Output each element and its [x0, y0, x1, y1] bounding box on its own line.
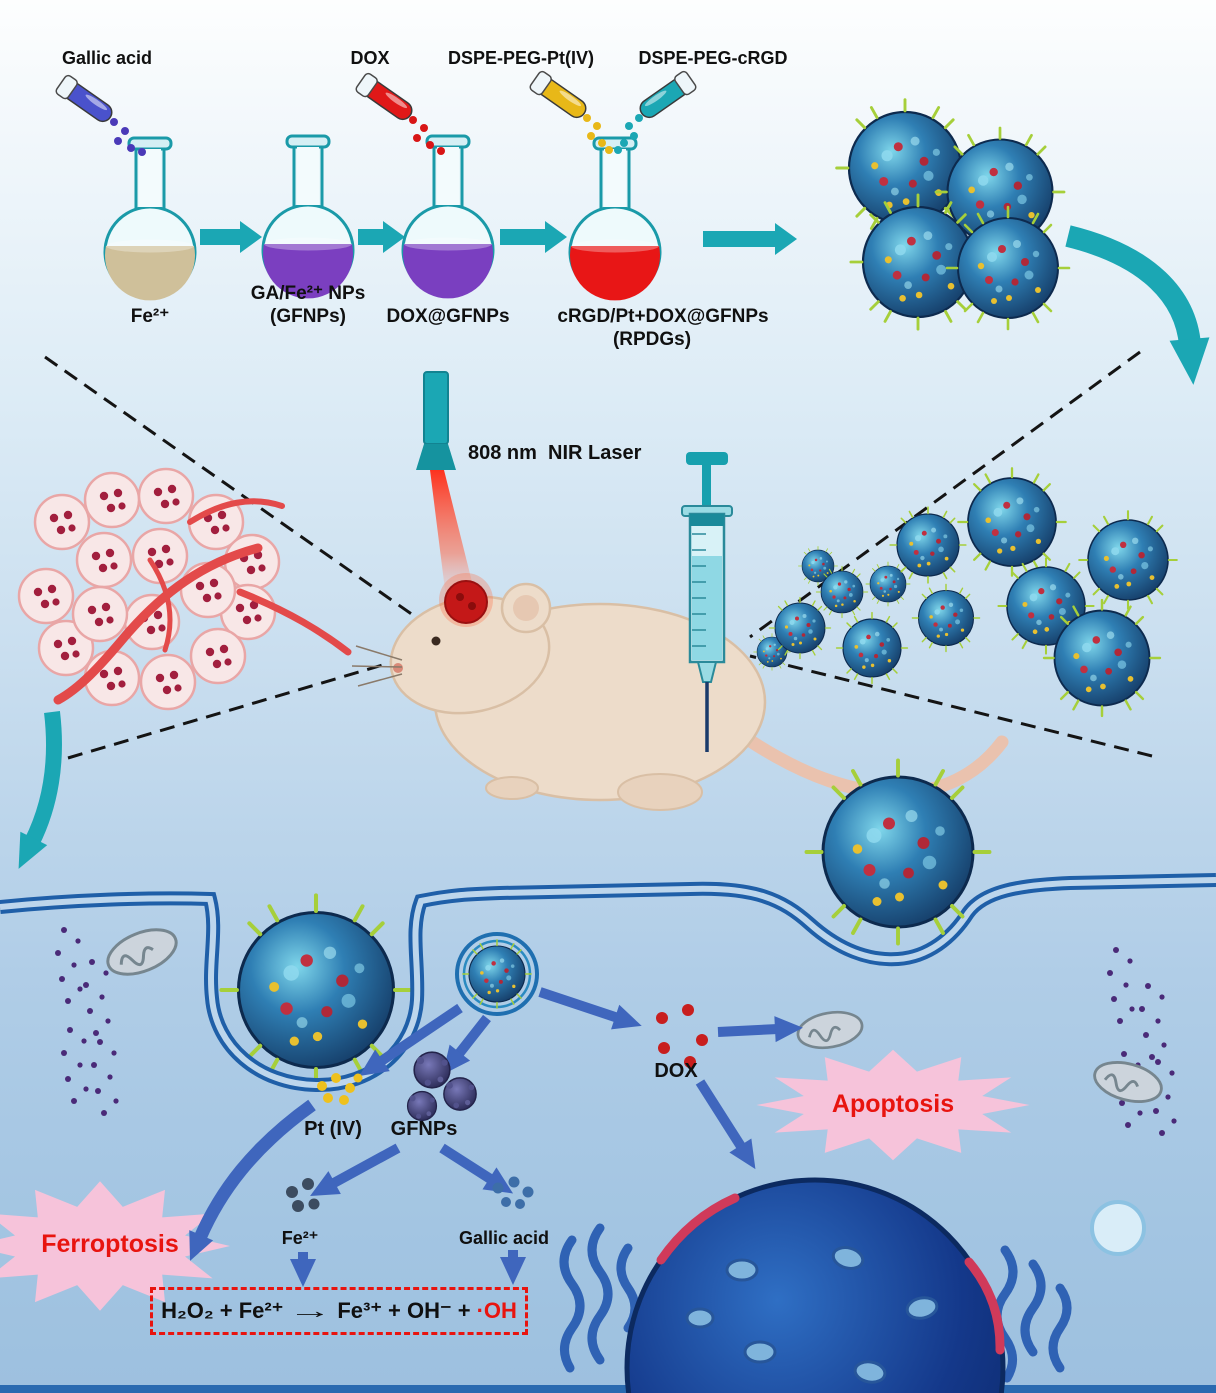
gallic-acid-reagent-label: Gallic acid: [61, 48, 153, 68]
mouse-nose: [393, 663, 403, 673]
dox-label: DOX: [654, 1060, 698, 1082]
synthesis-scheme: [53, 69, 797, 302]
flask-rpdgs-label-line1: cRGD/Pt+DOX@GFNPs: [557, 306, 769, 327]
arrow-to-injection: [1065, 225, 1210, 385]
dspe-peg-crgd-label: DSPE-PEG-cRGD: [638, 48, 788, 68]
gfnp-particles: [406, 1051, 477, 1122]
cell-membrane: [0, 880, 1216, 1085]
fenton-reaction-box: H₂O₂ + Fe²⁺ → Fe³⁺ + OH⁻ + ·OH: [150, 1287, 528, 1335]
release-arrows: [189, 987, 803, 1287]
dox-vial-icon: [353, 71, 418, 126]
flask-fe2-label: Fe²⁺: [130, 306, 170, 327]
mouse: [351, 573, 1009, 811]
flask-gfnps-label-line1: GA/Fe²⁺ NPs: [250, 283, 366, 304]
pt-label: Pt (IV): [304, 1118, 362, 1140]
extracellular-nanoparticle: [804, 758, 992, 946]
laser-beam: [430, 470, 476, 598]
arrow-to-cell: [18, 711, 62, 869]
pt-drops: [583, 114, 613, 154]
pt-iv-dots: [317, 1073, 363, 1105]
dspe-peg-pt-label: DSPE-PEG-Pt(IV): [447, 48, 595, 68]
injected-nanoparticles-cluster: [753, 467, 1178, 718]
pt-vial-icon: [527, 69, 592, 124]
syringe: [681, 452, 733, 752]
rpdg-nanoparticle-cluster: [835, 98, 1071, 331]
nucleus: [624, 1177, 1006, 1393]
gallic-acid-label: Gallic acid: [458, 1228, 550, 1248]
nir-laser-device: [416, 371, 476, 598]
mitochondrion-icon: [100, 919, 184, 985]
gallic-acid-dots: [492, 1176, 534, 1209]
equation-rhs: Fe³⁺ + OH⁻ +: [337, 1298, 471, 1323]
dox-drops: [409, 116, 445, 155]
flask-gfnps-label-line2: (GFNPs): [270, 306, 346, 327]
gallic-acid-drops: [110, 118, 146, 156]
ferroptosis-label: Ferroptosis: [41, 1230, 179, 1258]
flask-fe2: [103, 136, 197, 302]
cell-interior: [0, 758, 1216, 1393]
fe2-dots: [286, 1178, 320, 1212]
flask-gfnps: [261, 134, 355, 300]
flask-dox-gfnps: [401, 134, 495, 300]
dox-dots: [656, 1004, 708, 1068]
flask-rpdgs: [568, 136, 662, 302]
zoom-dashed-lines: [44, 350, 1153, 760]
apoptosis-label: Apoptosis: [831, 1090, 955, 1118]
tumor-tissue: [17, 467, 352, 711]
vesicle: [1090, 1200, 1146, 1256]
gallic-acid-vial-icon: [53, 73, 118, 128]
mouse-whiskers: [351, 645, 403, 687]
flask-dox-gfnps-label: DOX@GFNPs: [386, 306, 510, 327]
mitochondrion-icon: [793, 1006, 867, 1054]
blood-vessels: [53, 498, 352, 705]
endosome: [455, 932, 539, 1016]
equation-hydroxyl-radical: ·OH: [476, 1298, 517, 1323]
laser-label: 808 nm NIR Laser: [468, 442, 642, 464]
gfnps-label: GFNPs: [390, 1118, 458, 1140]
fe2-label: Fe²⁺: [281, 1228, 319, 1248]
head-tumor: [444, 580, 488, 624]
mitochondrion-icon: [1088, 1054, 1168, 1110]
crgd-drops: [614, 114, 643, 154]
crgd-vial-icon: [634, 69, 699, 124]
flask-rpdgs-label-line2: (RPDGs): [612, 329, 692, 350]
equation-arrow-icon: →: [288, 1298, 333, 1323]
mouse-eye: [431, 636, 441, 646]
flask-step-arrows: [200, 221, 797, 255]
dox-reagent-label: DOX: [350, 48, 390, 68]
equation-lhs: H₂O₂ + Fe²⁺: [161, 1298, 284, 1323]
